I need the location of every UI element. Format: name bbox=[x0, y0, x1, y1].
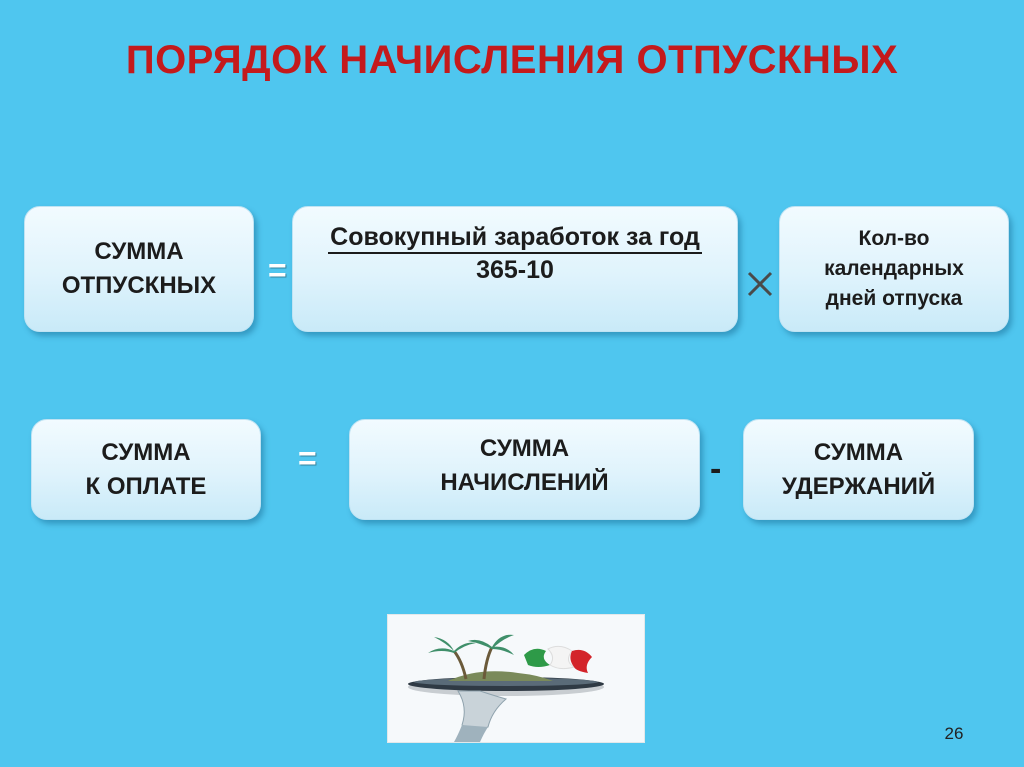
deductions-sum-line2: УДЕРЖАНИЙ bbox=[781, 472, 936, 500]
minus-sign: - bbox=[710, 450, 722, 488]
average-earnings-fraction-box: Совокупный заработок за год 365-10 bbox=[292, 206, 738, 332]
fraction-denominator: 365-10 bbox=[476, 256, 554, 284]
calendar-days-box: Кол-во календарных дней отпуска bbox=[779, 206, 1009, 332]
slide-title: ПОРЯДОК НАЧИСЛЕНИЯ ОТПУСКНЫХ bbox=[125, 38, 899, 82]
calendar-days-line1: Кол-во bbox=[858, 227, 930, 250]
calendar-days-line2: календарных bbox=[824, 257, 964, 280]
palm-island-on-tray-icon bbox=[408, 634, 604, 742]
page-number: 26 bbox=[944, 724, 964, 743]
accruals-sum-box: СУММА НАЧИСЛЕНИЙ bbox=[349, 419, 700, 520]
vacation-illustration bbox=[387, 614, 645, 743]
payment-sum-box: СУММА К ОПЛАТЕ bbox=[31, 419, 261, 520]
vacation-pay-sum-line2: ОТПУСКНЫХ bbox=[61, 272, 217, 299]
equals-sign-1: = bbox=[268, 252, 287, 288]
accruals-sum-line2: НАЧИСЛЕНИЙ bbox=[440, 469, 609, 496]
payment-sum-line2: К ОПЛАТЕ bbox=[85, 472, 207, 500]
deductions-sum-box: СУММА УДЕРЖАНИЙ bbox=[743, 419, 974, 520]
payment-sum-line1: СУММА bbox=[101, 438, 191, 466]
equals-sign-2: = bbox=[298, 440, 317, 476]
multiply-icon bbox=[747, 271, 773, 297]
deductions-sum-line1: СУММА bbox=[813, 438, 904, 466]
calendar-days-line3: дней отпуска bbox=[825, 287, 963, 310]
vacation-pay-sum-box: СУММА ОТПУСКНЫХ bbox=[24, 206, 254, 332]
fraction-numerator: Совокупный заработок за год bbox=[328, 223, 702, 254]
vacation-pay-sum-line1: СУММА bbox=[94, 238, 184, 265]
multiply-sign bbox=[746, 270, 774, 298]
accruals-sum-line1: СУММА bbox=[479, 435, 570, 462]
